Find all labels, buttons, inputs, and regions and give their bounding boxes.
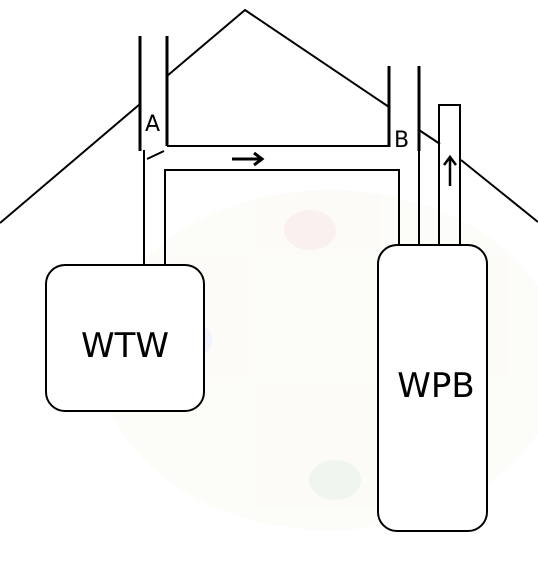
arrow-up-icon: [443, 154, 457, 186]
arrow-right-icon: [232, 151, 265, 167]
chimney-a: [138, 36, 169, 151]
wtw-label: WTW: [81, 326, 169, 366]
wtw-unit: WTW: [45, 264, 205, 412]
wpb-label: WPB: [397, 366, 474, 406]
wpb-unit: WPB: [377, 244, 488, 532]
chimney-a-label: A: [145, 112, 160, 137]
roof: [0, 8, 538, 224]
connecting-duct: [164, 169, 400, 265]
pipes: [143, 104, 461, 265]
chimney-b: [387, 66, 421, 151]
chimney-b-label: B: [394, 128, 409, 153]
upper-duct-left-stub: [146, 150, 165, 160]
